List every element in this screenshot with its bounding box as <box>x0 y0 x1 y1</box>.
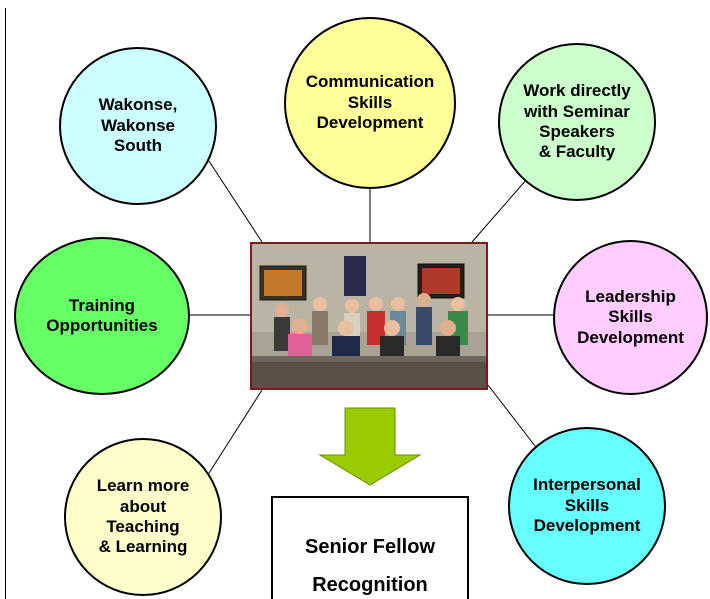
bubble-communication-label: Communication Skills Development <box>305 72 435 133</box>
bubble-communication: Communication Skills Development <box>284 17 456 189</box>
down-arrow <box>318 407 422 486</box>
senior-fellow-recognition-box: Senior Fellow Recognition <box>271 496 469 599</box>
bubble-work-directly-label: Work directly with Seminar Speakers & Fa… <box>523 81 631 162</box>
bubble-training-label: Training Opportunities <box>46 295 158 335</box>
recognition-line-1: Senior Fellow <box>304 536 436 558</box>
recognition-line-2: Recognition <box>312 574 428 596</box>
bubble-wakonse: Wakonse, Wakonse South <box>59 47 217 205</box>
bubble-wakonse-label: Wakonse, Wakonse South <box>98 95 178 156</box>
bubble-learn-more: Learn more about Teaching & Learning <box>64 438 222 596</box>
bubble-interpersonal-label: Interpersonal Skills Development <box>533 475 641 536</box>
bubble-leadership-label: Leadership Skills Development <box>577 286 684 347</box>
bubble-work-directly: Work directly with Seminar Speakers & Fa… <box>498 43 656 201</box>
bubble-training: Training Opportunities <box>14 237 190 395</box>
bubble-interpersonal: Interpersonal Skills Development <box>508 427 666 585</box>
bubble-learn-more-label: Learn more about Teaching & Learning <box>96 476 190 557</box>
left-rule <box>5 8 6 599</box>
bubble-leadership: Leadership Skills Development <box>553 240 708 395</box>
group-photo <box>250 242 488 390</box>
